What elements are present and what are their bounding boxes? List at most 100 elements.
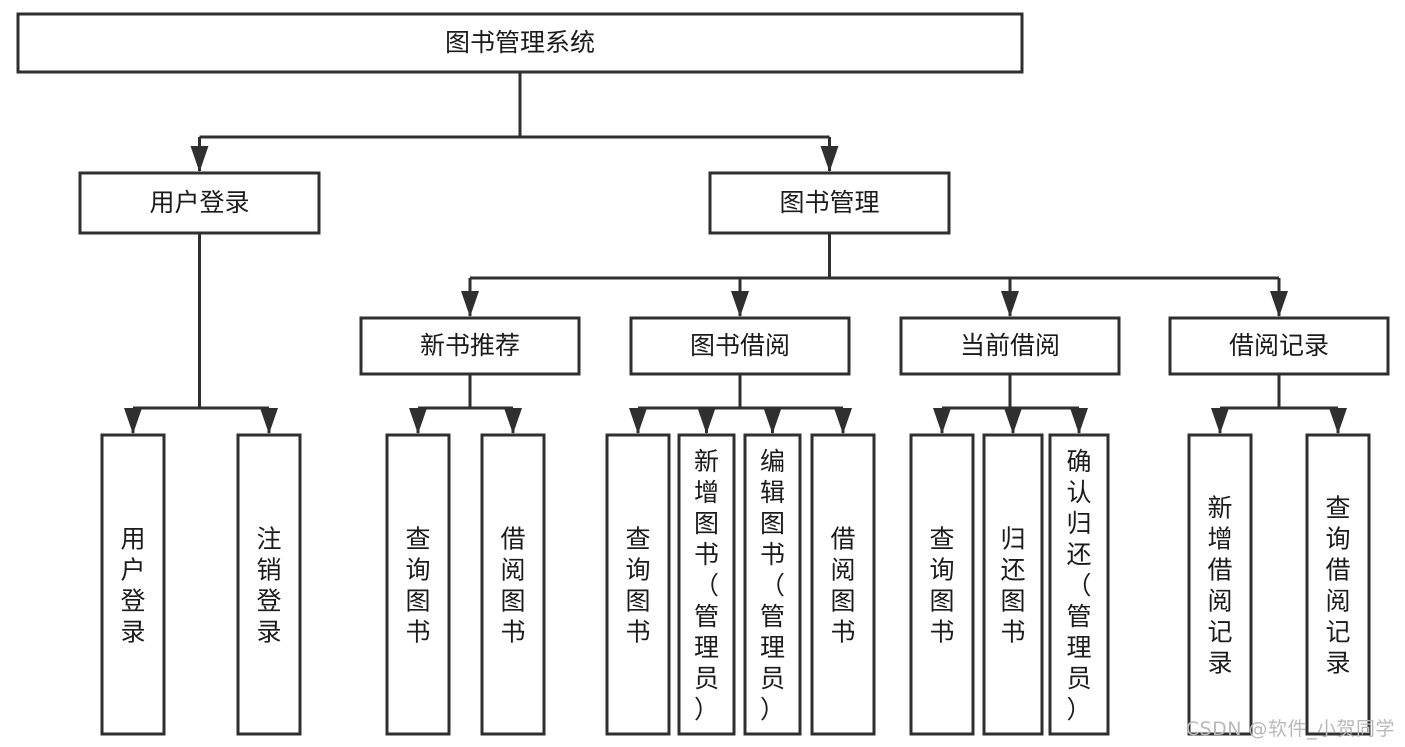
arrow-head-down: [697, 408, 716, 434]
node-label-leaf-user-login-char: 登: [120, 587, 145, 616]
node-label-leaf-query-book-3-char: 图: [929, 587, 954, 616]
node-label-leaf-add-borrow-record-char: 新: [1207, 494, 1232, 523]
arrow-head-down: [124, 408, 142, 434]
node-label-leaf-user-login-char: 录: [120, 618, 145, 647]
node-rect-book-management: [708, 171, 951, 235]
node-label-leaf-query-book-1-char: 查: [405, 525, 430, 554]
node-label-leaf-borrow-book-2-char: 图: [830, 587, 855, 616]
node-label-leaf-logout-login-char: 销: [256, 556, 281, 585]
node-label-leaf-confirm-return-admin-char: 员: [1066, 664, 1091, 693]
node-label-leaf-user-login-char: 户: [120, 556, 145, 585]
node-label-leaf-add-borrow-record-char: 录: [1207, 649, 1232, 678]
node-label-leaf-confirm-return-admin-char: 还: [1066, 540, 1091, 569]
node-label-leaf-confirm-return-admin-char: 理: [1066, 633, 1091, 662]
node-label-leaf-edit-book-admin-char: 图: [760, 509, 785, 538]
node-label-leaf-query-book-1-char: 询: [405, 556, 430, 585]
connector-lines: [131, 72, 1340, 433]
node-label-leaf-return-book-char: 归: [1000, 525, 1025, 554]
node-label-leaf-return-book-char: 还: [1000, 556, 1025, 585]
node-rect-root: [16, 12, 1024, 74]
node-label-leaf-query-book-2-char: 询: [625, 556, 650, 585]
node-label-leaf-edit-book-admin-char: （: [760, 571, 785, 600]
node-rect-user-login: [78, 171, 321, 235]
arrow-head-down: [461, 291, 479, 317]
node-label-borrow-records: 借阅记录: [1229, 331, 1329, 360]
node-rect-leaf-confirm-return-admin: [1048, 433, 1110, 736]
node-label-leaf-query-book-2-char: 图: [625, 587, 650, 616]
arrow-head-down: [820, 146, 839, 172]
node-borrow-records[interactable]: 借阅记录: [1168, 316, 1390, 376]
node-label-leaf-borrow-book-1-char: 阅: [500, 556, 525, 585]
arrow-head-down: [629, 408, 647, 434]
node-label-leaf-query-book-2-char: 查: [625, 525, 650, 554]
arrow-head-down: [1004, 408, 1022, 434]
node-rect-leaf-return-book: [982, 433, 1044, 736]
node-label-leaf-confirm-return-admin-char: 确: [1066, 447, 1091, 476]
node-rect-book-borrow: [629, 316, 851, 376]
node-label-leaf-edit-book-admin-char: 员: [760, 664, 785, 693]
node-label-leaf-borrow-book-2-char: 阅: [830, 556, 855, 585]
node-label-book-management: 图书管理: [779, 188, 879, 217]
node-label-leaf-add-borrow-record-char: 借: [1207, 556, 1232, 585]
arrow-head-down: [1270, 291, 1288, 317]
node-label-leaf-query-borrow-record-char: 阅: [1325, 587, 1350, 616]
node-book-management[interactable]: 图书管理: [708, 171, 951, 235]
node-label-leaf-query-borrow-record-char: 查: [1325, 494, 1350, 523]
node-label-leaf-edit-book-admin-char: 管: [760, 602, 785, 631]
node-label-leaf-confirm-return-admin-char: 认: [1066, 478, 1091, 507]
node-label-leaf-edit-book-admin-char: 书: [760, 540, 785, 569]
node-book-borrow[interactable]: 图书借阅: [629, 316, 851, 376]
node-label-leaf-add-book-admin-char: ）: [694, 695, 719, 724]
node-rect-borrow-records: [1168, 316, 1390, 376]
node-label-leaf-add-book-admin-char: 图: [694, 509, 719, 538]
node-label-leaf-edit-book-admin-char: 辑: [760, 478, 785, 507]
node-label-leaf-query-book-3-char: 询: [929, 556, 954, 585]
node-rect-leaf-add-book-admin: [677, 433, 736, 736]
arrow-heads: [124, 146, 1347, 434]
node-label-leaf-borrow-book-1-char: 借: [500, 525, 525, 554]
node-user-login[interactable]: 用户登录: [78, 171, 321, 235]
arrow-head-down: [1211, 408, 1229, 434]
arrow-head-down: [834, 408, 852, 434]
node-rect-leaf-query-book-3: [909, 433, 975, 736]
node-rect-leaf-logout-login: [236, 433, 302, 736]
node-label-leaf-query-book-1-char: 书: [405, 618, 430, 647]
node-label-leaf-borrow-book-2-char: 借: [830, 525, 855, 554]
node-label-leaf-query-borrow-record-char: 录: [1325, 649, 1350, 678]
node-label-leaf-query-book-2-char: 书: [625, 618, 650, 647]
node-label-leaf-add-book-admin-char: 新: [694, 447, 719, 476]
node-label-leaf-add-book-admin-char: 书: [694, 540, 719, 569]
node-current-borrow[interactable]: 当前借阅: [899, 316, 1121, 376]
node-label-leaf-edit-book-admin-char: 理: [760, 633, 785, 662]
node-label-leaf-logout-login-char: 录: [256, 618, 281, 647]
node-label-leaf-add-book-admin-char: 管: [694, 602, 719, 631]
node-label-leaf-add-book-admin-char: 理: [694, 633, 719, 662]
node-label-leaf-borrow-book-2-char: 书: [830, 618, 855, 647]
node-root[interactable]: 图书管理系统: [16, 12, 1024, 74]
node-label-leaf-add-borrow-record-char: 增: [1207, 525, 1232, 554]
arrow-head-down: [763, 408, 782, 434]
node-label-leaf-query-book-3-char: 查: [929, 525, 954, 554]
node-rect-leaf-query-book-1: [385, 433, 451, 736]
node-label-leaf-borrow-book-1-char: 书: [500, 618, 525, 647]
arrow-head-down: [1070, 408, 1088, 434]
node-rect-leaf-borrow-book-1: [480, 433, 546, 736]
node-label-leaf-confirm-return-admin-char: （: [1066, 571, 1091, 600]
node-leaf-user-login[interactable]: 用户登录: [100, 433, 166, 736]
node-label-leaf-add-book-admin-char: 员: [694, 664, 719, 693]
node-label-root: 图书管理系统: [445, 28, 595, 57]
node-new-book-recommend[interactable]: 新书推荐: [359, 316, 581, 376]
